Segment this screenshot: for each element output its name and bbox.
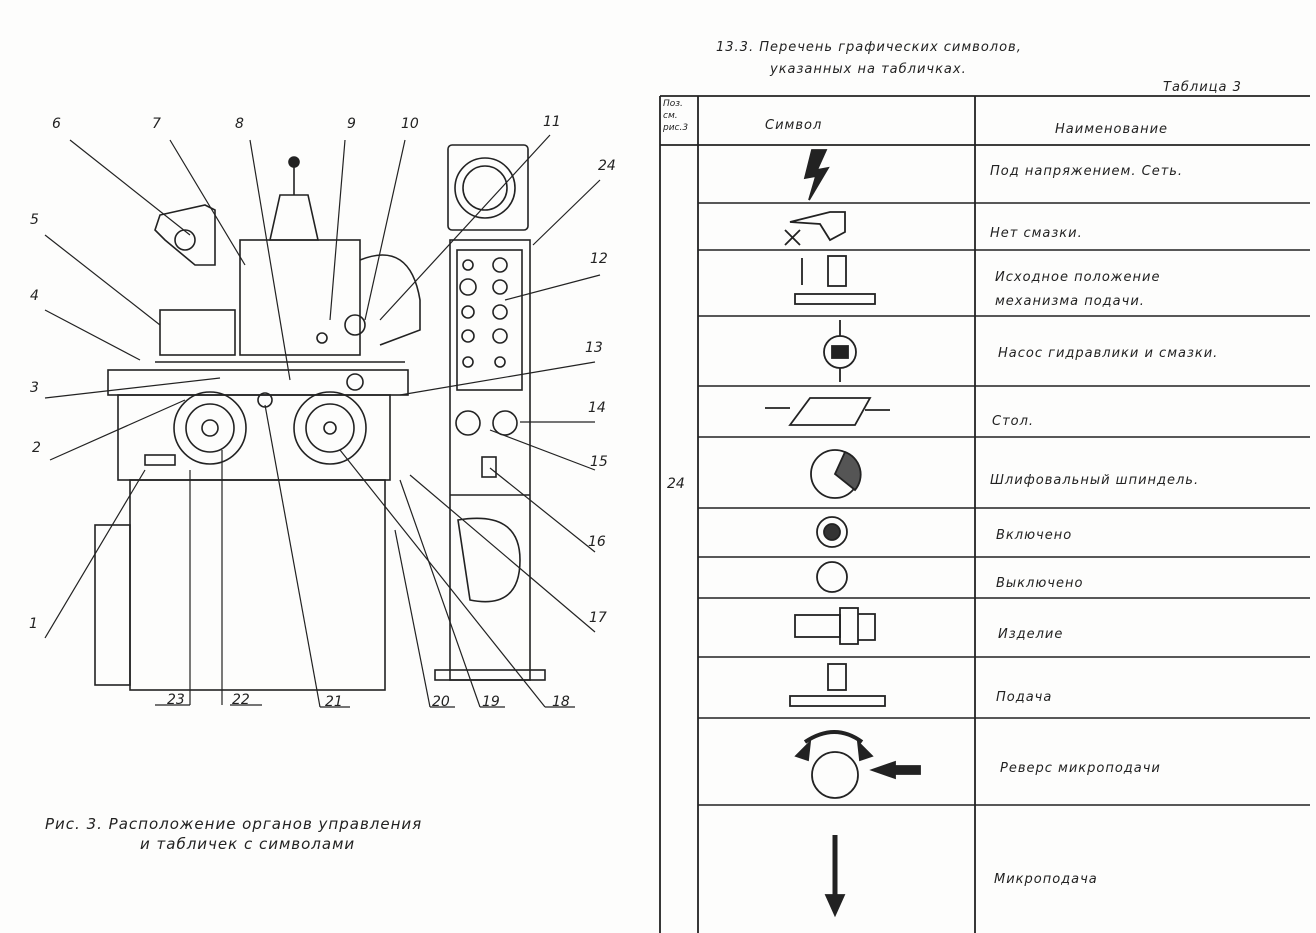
row-name: Подача [996,690,1053,705]
table-label: Таблица 3 [1163,80,1242,95]
workpiece-icon [794,607,876,645]
no-lubrication-icon [784,211,846,246]
section-title-line1: 13.3. Перечень графических символов, [716,40,1022,55]
callout-1: 1 [29,616,38,632]
row-name: Выключено [996,576,1084,591]
callout-11: 11 [543,114,561,130]
pump-icon [823,320,857,382]
callout-3: 3 [30,380,39,396]
row-name: Нет смазки. [990,226,1083,241]
pos-value: 24 [667,476,685,492]
section-title-line2: указанных на табличках. [770,62,967,77]
callout-6: 6 [52,116,61,132]
headstock-motor [159,309,236,356]
row-name: Исходное положение механизма подачи. [995,270,1161,309]
control-panel [456,249,523,391]
row-name: Шлифовальный шпиндель. [990,473,1200,488]
row-name: Включено [996,528,1073,543]
spindle-housing [269,194,319,241]
row-name: Изделие [998,627,1064,642]
gauge-housing [447,144,529,231]
grinding-head-guard [154,204,216,266]
callout-21: 21 [325,694,343,710]
callout-12: 12 [590,251,608,267]
row-name: Насос гидравлики и смазки. [998,346,1219,361]
callout-4: 4 [30,288,39,304]
row-name: Микроподача [994,872,1098,887]
on-icon [816,516,848,548]
callout-2: 2 [32,440,41,456]
table-icon [765,397,890,426]
handwheel-right [293,391,367,465]
pressure-gauge [454,157,516,219]
callout-20: 20 [432,694,450,710]
grinding-spindle-icon [810,449,862,499]
callout-9: 9 [347,116,356,132]
callout-14: 14 [588,400,606,416]
work-table [107,369,409,396]
row-name: Реверс микроподачи [1000,761,1161,776]
callout-8: 8 [235,116,244,132]
machine-drawing [44,134,601,708]
lightning-icon [803,149,830,201]
feed-icon [789,663,886,707]
callout-22: 22 [232,692,250,708]
row-name: Под напряжением. Сеть. [990,164,1184,179]
off-icon [816,561,848,593]
figure-caption-line2: и табличек с символами [140,835,356,853]
feed-initial-position-icon [794,255,876,305]
handwheel-left [173,391,247,465]
callout-23: 23 [167,692,185,708]
microfeed-icon [824,835,846,918]
figure-caption-line1: Рис. 3. Расположение органов управления [45,815,423,833]
callout-24: 24 [598,158,616,174]
callout-15: 15 [590,454,608,470]
row-name: Стол. [992,414,1035,429]
callout-7: 7 [152,116,161,132]
callout-5: 5 [30,212,39,228]
callout-13: 13 [585,340,603,356]
header-pos: Поз. см. рис.3 [663,99,689,133]
callout-19: 19 [482,694,500,710]
callout-18: 18 [552,694,570,710]
header-symbol: Символ [765,118,823,133]
callout-16: 16 [588,534,606,550]
callout-17: 17 [589,610,607,626]
callout-10: 10 [401,116,419,132]
microfeed-reverse-icon [794,730,921,799]
header-name: Наименование [1055,122,1169,137]
